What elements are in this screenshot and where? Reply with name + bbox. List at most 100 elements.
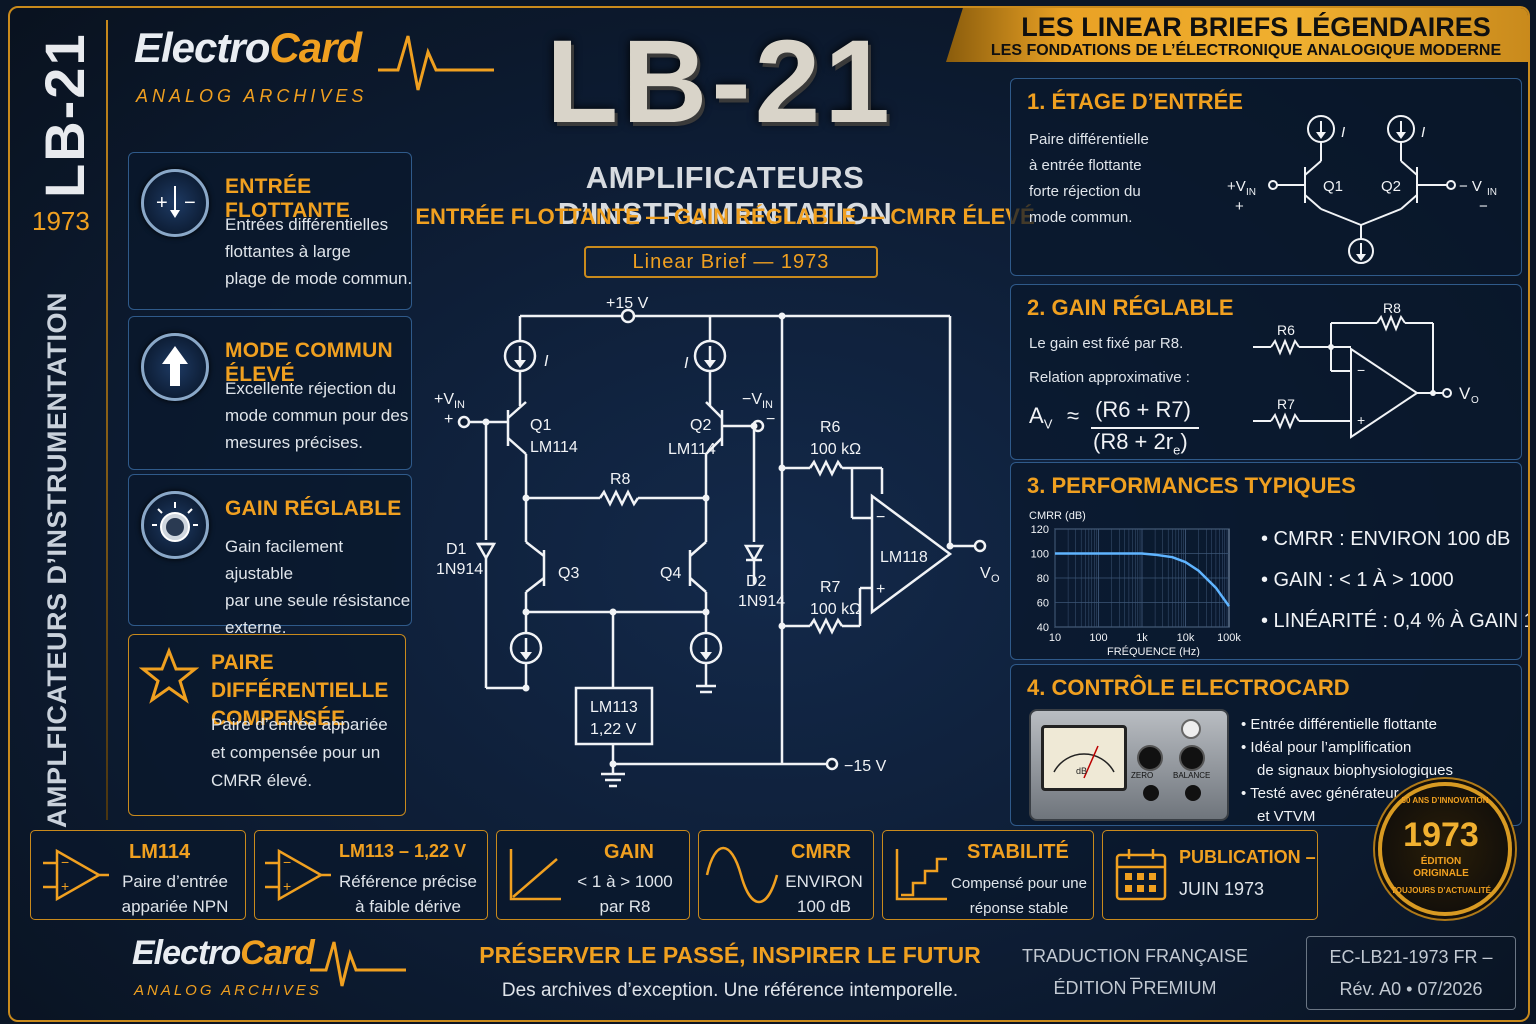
label-opamp-plus: + bbox=[876, 581, 885, 598]
label-minus: − bbox=[1357, 362, 1365, 378]
gain-schematic: R6 R8 R7 − + V O bbox=[1253, 300, 1479, 439]
brand-sub: ANALOG ARCHIVES bbox=[136, 86, 368, 106]
knob-zero-label: ZERO bbox=[1131, 771, 1154, 780]
svg-text:−: − bbox=[61, 854, 69, 870]
label-opamp-minus: − bbox=[876, 509, 885, 526]
chart-xtick-label: 10 bbox=[1049, 632, 1061, 644]
label-r6: R6 bbox=[820, 419, 841, 436]
feature-floating-input: +− ENTRÉE FLOTTANTE Entrées différentiel… bbox=[128, 152, 412, 310]
chart-ytick-label: 60 bbox=[1037, 598, 1049, 610]
meter-dial: dB bbox=[1041, 725, 1127, 791]
label-vo-sub: O bbox=[1471, 395, 1479, 406]
bullet-gain: • GAIN : < 1 À > 1000 bbox=[1261, 569, 1454, 591]
label-vplus: +15 V bbox=[606, 295, 649, 312]
section-line: Le gain est fixé par R8. bbox=[1029, 335, 1184, 352]
pulse-icon bbox=[378, 35, 494, 91]
hero-badge: Linear Brief — 1973 bbox=[584, 246, 878, 278]
poster: LB-21 1973 AMPLFICATEURS D’INSTRUMENTATI… bbox=[8, 6, 1530, 1022]
plus-minus-icon: +− bbox=[141, 169, 209, 237]
section-electrocard-control: 4. CONTRÔLE ELECTROCARD dB ZERO BALANCE … bbox=[1010, 664, 1522, 826]
spine-code: LB-21 bbox=[33, 32, 96, 198]
chart-series-line bbox=[1055, 552, 1231, 607]
control-bullets: • Entrée différentielle flottante • Idéa… bbox=[1241, 713, 1453, 828]
feature-title: PAIRE DIFFÉRENTIELLE COMPENSÉE bbox=[211, 649, 405, 733]
bullet: • Entrée différentielle flottante bbox=[1241, 716, 1437, 733]
label-vin-plus: +V bbox=[434, 391, 454, 408]
sine-icon bbox=[705, 846, 779, 904]
label-plus: + bbox=[1235, 198, 1244, 215]
card-text: < 1 à > 1000 par R8 bbox=[563, 869, 687, 919]
hero-title: AMPLIFICATEURS D’INSTRUMENTATION bbox=[557, 160, 893, 231]
seal-line1: ÉDITION bbox=[1420, 856, 1462, 867]
bullet-cmrr: • CMRR : ENVIRON 100 dB bbox=[1261, 528, 1511, 550]
label-r6-val: 100 kΩ bbox=[810, 441, 861, 458]
opamp-icon: −+ bbox=[43, 848, 109, 902]
label-ref-val: 1,22 V bbox=[590, 721, 637, 738]
knob-balance bbox=[1179, 745, 1205, 771]
card-line: < 1 à > 1000 bbox=[577, 872, 673, 891]
card-line: Référence précise bbox=[339, 872, 477, 891]
formula-denominator: (R8 + 2r bbox=[1093, 429, 1174, 454]
card-cmrr: CMRR ENVIRON 100 dB bbox=[698, 830, 874, 920]
formula-numerator: (R6 + R7) bbox=[1095, 397, 1191, 422]
seal-top: 50 ANS D’INNOVATION bbox=[1401, 796, 1489, 805]
formula-lhs: A bbox=[1029, 403, 1044, 428]
feature-line: Entrées différentielles bbox=[225, 215, 389, 234]
input-stage-schematic: I I Q1 Q2 +V IN + − V IN − bbox=[1227, 115, 1497, 264]
brand-name-b: Card bbox=[269, 24, 362, 71]
svg-text:−: − bbox=[283, 854, 291, 870]
feature-line: Gain facilement ajustable bbox=[225, 537, 344, 583]
feature-title-line: COMPENSÉE bbox=[211, 707, 346, 730]
feature-title: GAIN RÉGLABLE bbox=[225, 497, 402, 520]
switch-top bbox=[1181, 719, 1201, 739]
section-title: 3. PERFORMANCES TYPIQUES bbox=[1027, 473, 1356, 498]
series-subtitle: LES FONDATIONS DE L’ÉLECTRONIQUE ANALOGI… bbox=[990, 42, 1502, 59]
gain-formula: AV ≈ (R6 + R7) (R8 + 2re) bbox=[1029, 397, 1229, 457]
knob-balance-label: BALANCE bbox=[1173, 771, 1211, 780]
feature-line: mesures précises. bbox=[225, 433, 363, 452]
label-q2: Q2 bbox=[690, 417, 711, 434]
feature-title-line: PAIRE DIFFÉRENTIELLE bbox=[211, 651, 389, 702]
label-q3: Q3 bbox=[558, 565, 579, 582]
label-vin-minus-sub: IN bbox=[1487, 187, 1497, 198]
label-vminus: −15 V bbox=[844, 758, 887, 775]
feature-line: par une seule résistance bbox=[225, 591, 411, 610]
calendar-icon bbox=[1115, 849, 1167, 901]
chart-xtick-label: 10k bbox=[1177, 632, 1195, 644]
brand-sub: ANALOG ARCHIVES bbox=[134, 982, 322, 999]
section-adjustable-gain: 2. GAIN RÉGLABLE Le gain est fixé par R8… bbox=[1010, 284, 1522, 460]
label-vo: V bbox=[1459, 384, 1471, 403]
brand-logo: ElectroCard ANALOG ARCHIVES bbox=[134, 22, 494, 112]
label-minus: − bbox=[1479, 198, 1488, 215]
label-d2-part: 1N914 bbox=[738, 593, 785, 610]
card-publication: PUBLICATION – JUIN 1973 bbox=[1102, 830, 1318, 920]
svg-text:+: + bbox=[283, 878, 291, 894]
svg-text:+: + bbox=[61, 878, 69, 894]
card-line: JUIN 1973 bbox=[1179, 879, 1265, 899]
card-title: CMRR bbox=[791, 841, 851, 863]
bullet: et VTVM bbox=[1257, 808, 1316, 825]
label-ref-name: LM113 bbox=[590, 699, 638, 716]
performance-bullets: • CMRR : ENVIRON 100 dB • GAIN : < 1 À >… bbox=[1261, 519, 1528, 642]
chart-xtick-label: 100 bbox=[1089, 632, 1107, 644]
card-text: Paire d’entrée appariée NPN bbox=[113, 869, 237, 919]
card-title: GAIN bbox=[604, 841, 654, 863]
formula-den-sub: e bbox=[1173, 442, 1181, 458]
label-vin-plus-sub: IN bbox=[1246, 187, 1256, 198]
label-vin-minus-sub: IN bbox=[762, 399, 773, 411]
card-line: Paire d’entrée bbox=[122, 872, 228, 891]
card-text: ENVIRON 100 dB bbox=[781, 869, 867, 919]
card-line: appariée NPN bbox=[121, 897, 229, 916]
bullet: • Testé avec générateur bbox=[1241, 785, 1399, 802]
brand-name-b: Card bbox=[240, 934, 314, 972]
main-schematic: +15 V −15 V I I +V IN + −V IN − Q1 LM114… bbox=[434, 295, 1000, 788]
series-banner: LES LINEAR BRIEFS LÉGENDAIRES LES FONDAT… bbox=[946, 8, 1528, 62]
feature-line: mode commun pour des bbox=[225, 406, 409, 425]
footer-motto: PRÉSERVER LE PASSÉ, INSPIRER LE FUTUR bbox=[479, 942, 981, 968]
card-text: Référence précise à faible dérive bbox=[335, 869, 481, 919]
knob-icon bbox=[141, 491, 209, 559]
feature-line: plage de mode commun. bbox=[225, 269, 413, 288]
label-d2: D2 bbox=[746, 573, 767, 590]
knob-zero bbox=[1137, 745, 1163, 771]
up-arrow-icon bbox=[141, 333, 209, 401]
